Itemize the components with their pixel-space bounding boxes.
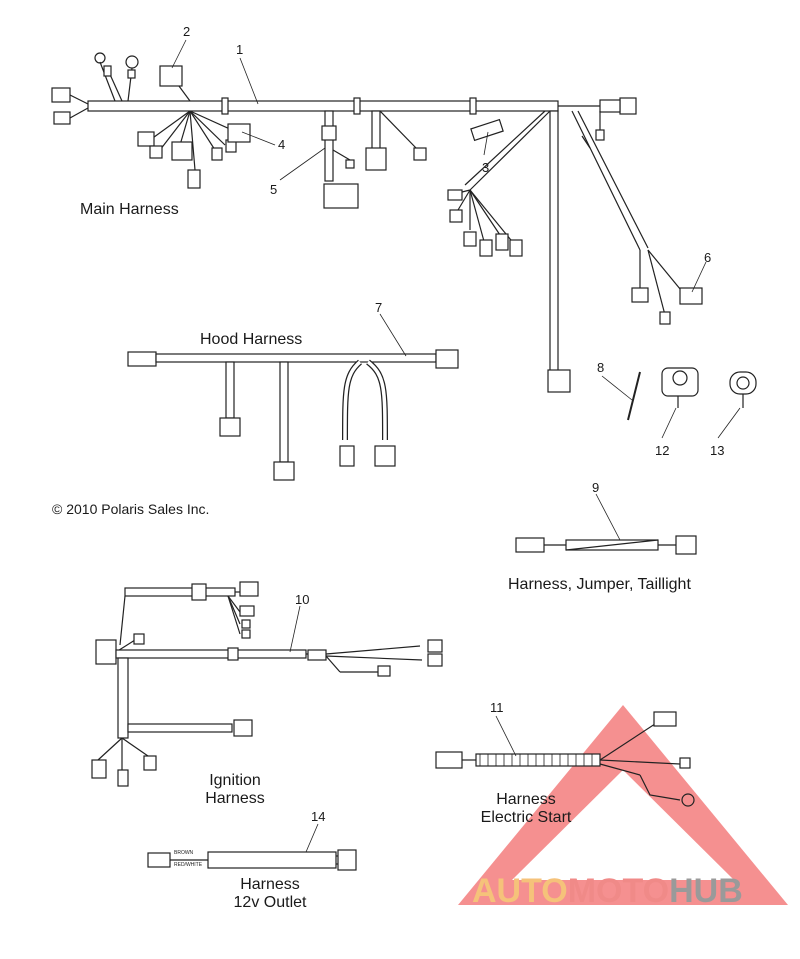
callout-5: 5 [270, 182, 278, 197]
jumper-harness [515, 535, 697, 555]
watermark-logo: AUTOMOTOHUB [472, 872, 743, 911]
title-ignition-line2: Harness [205, 790, 265, 807]
callout-1: 1 [236, 42, 244, 57]
callout-12: 12 [655, 443, 670, 458]
title-ignition-harness: Ignition Harness [200, 772, 270, 808]
hood-harness [127, 349, 459, 481]
callout-7: 7 [375, 300, 383, 315]
callout-4: 4 [278, 137, 286, 152]
callout-2: 2 [183, 24, 191, 39]
watermark-triangle [458, 705, 788, 905]
callout-11: 11 [490, 700, 504, 715]
watermark-moto: MOTO [567, 872, 670, 910]
title-hood-harness: Hood Harness [200, 331, 303, 348]
callout-6: 6 [704, 250, 712, 265]
callout-10: 10 [295, 592, 310, 607]
callout-13: 13 [710, 443, 725, 458]
title-electric-line2: Electric Start [480, 809, 572, 826]
title-ignition-line1: Ignition [209, 772, 261, 789]
title-outlet-harness: Harness 12v Outlet [222, 876, 318, 912]
title-electric-start: Harness Electric Start [472, 791, 580, 827]
ignition-harness [91, 581, 443, 787]
watermark-auto: AUTO [472, 872, 568, 910]
title-jumper-harness: Harness, Jumper, Taillight [508, 576, 691, 593]
callout-14: 14 [311, 809, 326, 824]
title-outlet-line2: 12v Outlet [233, 894, 307, 911]
wire-label-red-white: RED/WHITE [174, 862, 203, 868]
small-parts [627, 367, 757, 421]
outlet-harness [147, 849, 357, 871]
main-harness [51, 52, 703, 393]
leader-lines [171, 39, 741, 853]
title-electric-line1: Harness [496, 791, 556, 808]
callout-8: 8 [597, 360, 605, 375]
wire-label-brown: BROWN [174, 850, 194, 856]
callout-3: 3 [482, 160, 490, 175]
title-main-harness: Main Harness [80, 201, 179, 218]
electric-start-harness [435, 711, 695, 807]
copyright-notice: © 2010 Polaris Sales Inc. [52, 501, 210, 517]
title-outlet-line1: Harness [240, 876, 300, 893]
watermark-hub: HUB [669, 872, 743, 910]
callout-9: 9 [592, 480, 600, 495]
